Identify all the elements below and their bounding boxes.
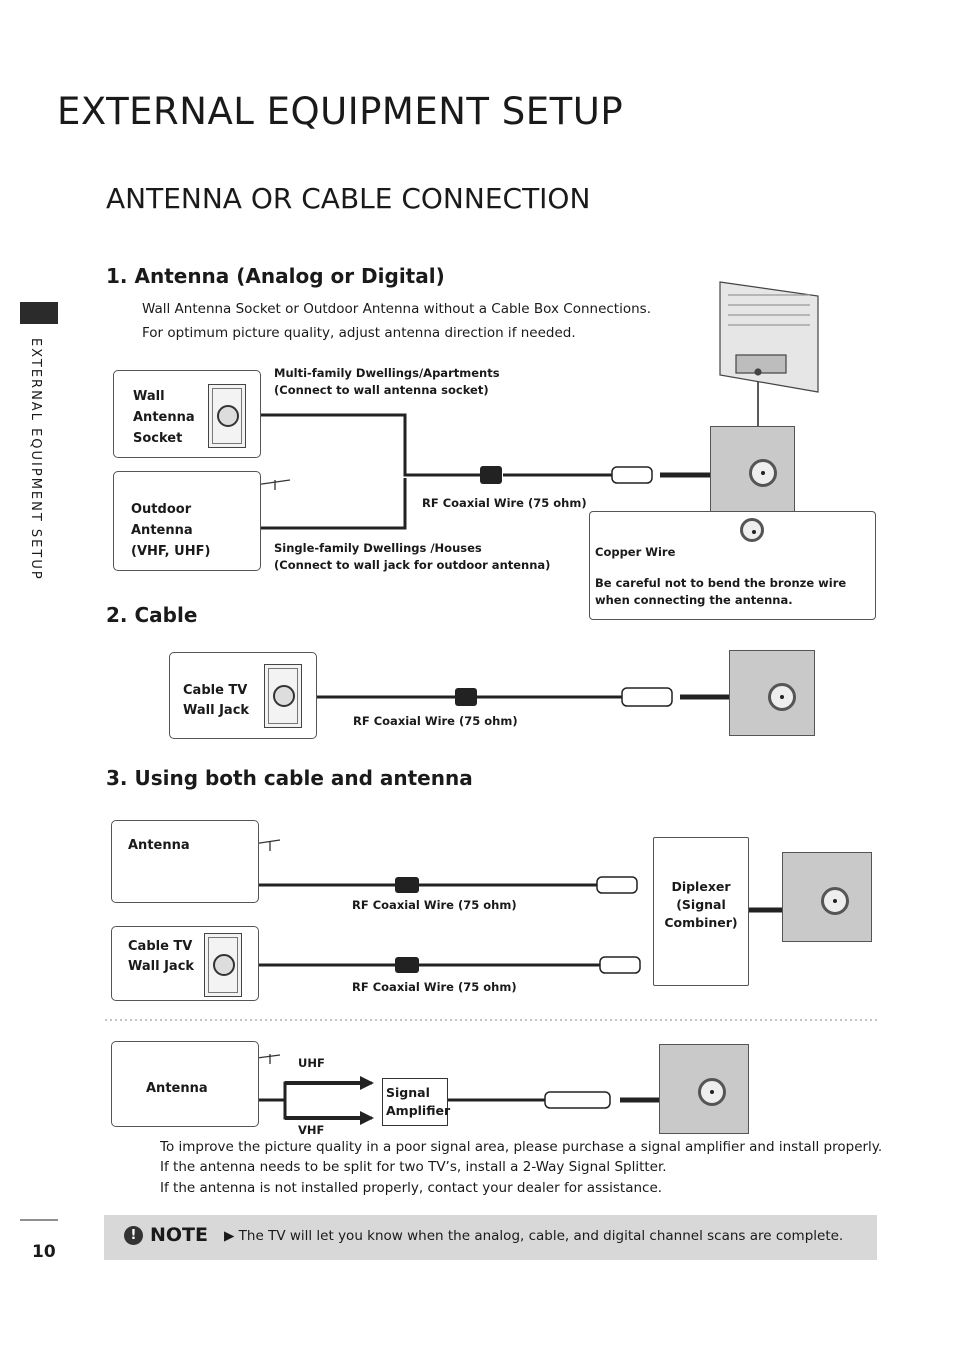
- wall-plate-icon: [264, 664, 302, 728]
- antenna-jack-icon: [821, 887, 849, 915]
- signal-amplifier-box: Signal Amplifier: [382, 1078, 451, 1126]
- tv-antenna-input-panel: [710, 426, 795, 512]
- side-label: EXTERNAL EQUIPMENT SETUP: [28, 338, 43, 581]
- copper-wire-callout: Copper Wire Be careful not to bend the b…: [589, 511, 876, 620]
- wall-plate-icon: [208, 384, 246, 448]
- cable-label-1: Cable TV: [128, 939, 193, 954]
- tv-rear-icon: [719, 281, 819, 393]
- antenna-label-2: Antenna: [146, 1081, 208, 1096]
- copper-wire-label: Copper Wire: [595, 545, 676, 559]
- tv-antenna-input-panel: [729, 650, 815, 736]
- outdoor-antenna-box: Outdoor Antenna (VHF, UHF): [113, 471, 261, 571]
- page-number: 10: [32, 1242, 56, 1262]
- rf-wire-caption-4: RF Coaxial Wire (75 ohm): [352, 980, 517, 994]
- vhf-label: VHF: [298, 1123, 325, 1137]
- amplifier-line-1: Signal: [386, 1085, 430, 1100]
- antenna-box-3b: Antenna: [111, 1041, 259, 1127]
- antenna-jack-icon: [698, 1078, 726, 1106]
- section-2-title: 2. Cable: [106, 603, 198, 627]
- cable-wall-jack-box-3: Cable TV Wall Jack: [111, 926, 259, 1001]
- multi-family-caption-2: (Connect to wall antenna socket): [274, 382, 489, 397]
- amplifier-line-2: Amplifier: [386, 1103, 451, 1119]
- note-bar: [104, 1215, 877, 1260]
- tv-antenna-input-panel: [782, 852, 872, 942]
- cable-jack-label-2: Wall Jack: [183, 702, 250, 718]
- wall-antenna-socket-box: Wall Antenna Socket: [113, 370, 261, 458]
- footer-line-1: To improve the picture quality in a poor…: [160, 1139, 883, 1155]
- rf-wire-caption-2: RF Coaxial Wire (75 ohm): [353, 714, 518, 728]
- exclamation-icon: !: [124, 1226, 143, 1245]
- caution-line-1: Be careful not to bend the bronze wire: [595, 576, 847, 590]
- diplexer-box: Diplexer (Signal Combiner): [653, 837, 749, 986]
- jack-closeup-icon: [740, 518, 764, 542]
- coax-socket-icon: [273, 685, 295, 707]
- section-heading: ANTENNA OR CABLE CONNECTION: [106, 182, 591, 215]
- section-3-title: 3. Using both cable and antenna: [106, 766, 473, 790]
- outdoor-label-1: Outdoor: [131, 502, 192, 517]
- coax-socket-icon: [213, 954, 235, 976]
- wall-plate-icon: [204, 933, 242, 997]
- outdoor-label-3: (VHF, UHF): [131, 543, 211, 559]
- antenna-jack-icon: [768, 683, 796, 711]
- cable-jack-label-1: Cable TV: [183, 683, 248, 698]
- antenna-box-3a: Antenna: [111, 820, 259, 903]
- wall-socket-label-1: Wall: [133, 389, 165, 404]
- tv-antenna-input-panel: [659, 1044, 749, 1134]
- cable-wall-jack-box: Cable TV Wall Jack: [169, 652, 317, 739]
- side-tab-marker: [20, 302, 58, 324]
- caution-line-2: when connecting the antenna.: [595, 592, 793, 607]
- diplexer-line-3: Combiner): [664, 915, 738, 931]
- multi-family-caption-1: Multi-family Dwellings/Apartments: [274, 366, 500, 380]
- rf-wire-caption-3: RF Coaxial Wire (75 ohm): [352, 898, 517, 912]
- coax-socket-icon: [217, 405, 239, 427]
- uhf-label: UHF: [298, 1056, 325, 1070]
- diplexer-line-2: (Signal: [676, 897, 726, 913]
- outdoor-label-2: Antenna: [131, 522, 193, 538]
- note-text: ▶ The TV will let you know when the anal…: [224, 1228, 844, 1244]
- antenna-jack-icon: [749, 459, 777, 487]
- section-1-title: 1. Antenna (Analog or Digital): [106, 264, 445, 288]
- antenna-label: Antenna: [128, 838, 190, 853]
- rf-wire-caption-1: RF Coaxial Wire (75 ohm): [422, 496, 587, 510]
- footer-line-3: If the antenna is not installed properly…: [160, 1180, 663, 1196]
- single-family-caption-1: Single-family Dwellings /Houses: [274, 541, 482, 555]
- wall-socket-label-2: Antenna: [133, 409, 195, 425]
- diplexer-line-1: Diplexer: [671, 879, 731, 894]
- footer-line-2: If the antenna needs to be split for two…: [160, 1159, 667, 1175]
- intro-line-2: For optimum picture quality, adjust ante…: [142, 325, 576, 341]
- page-title: EXTERNAL EQUIPMENT SETUP: [57, 90, 624, 133]
- single-family-caption-2: (Connect to wall jack for outdoor antenn…: [274, 557, 551, 572]
- intro-line-1: Wall Antenna Socket or Outdoor Antenna w…: [142, 301, 651, 317]
- cable-label-2: Wall Jack: [128, 958, 195, 974]
- wall-socket-label-3: Socket: [133, 430, 183, 446]
- note-label: NOTE: [150, 1224, 208, 1246]
